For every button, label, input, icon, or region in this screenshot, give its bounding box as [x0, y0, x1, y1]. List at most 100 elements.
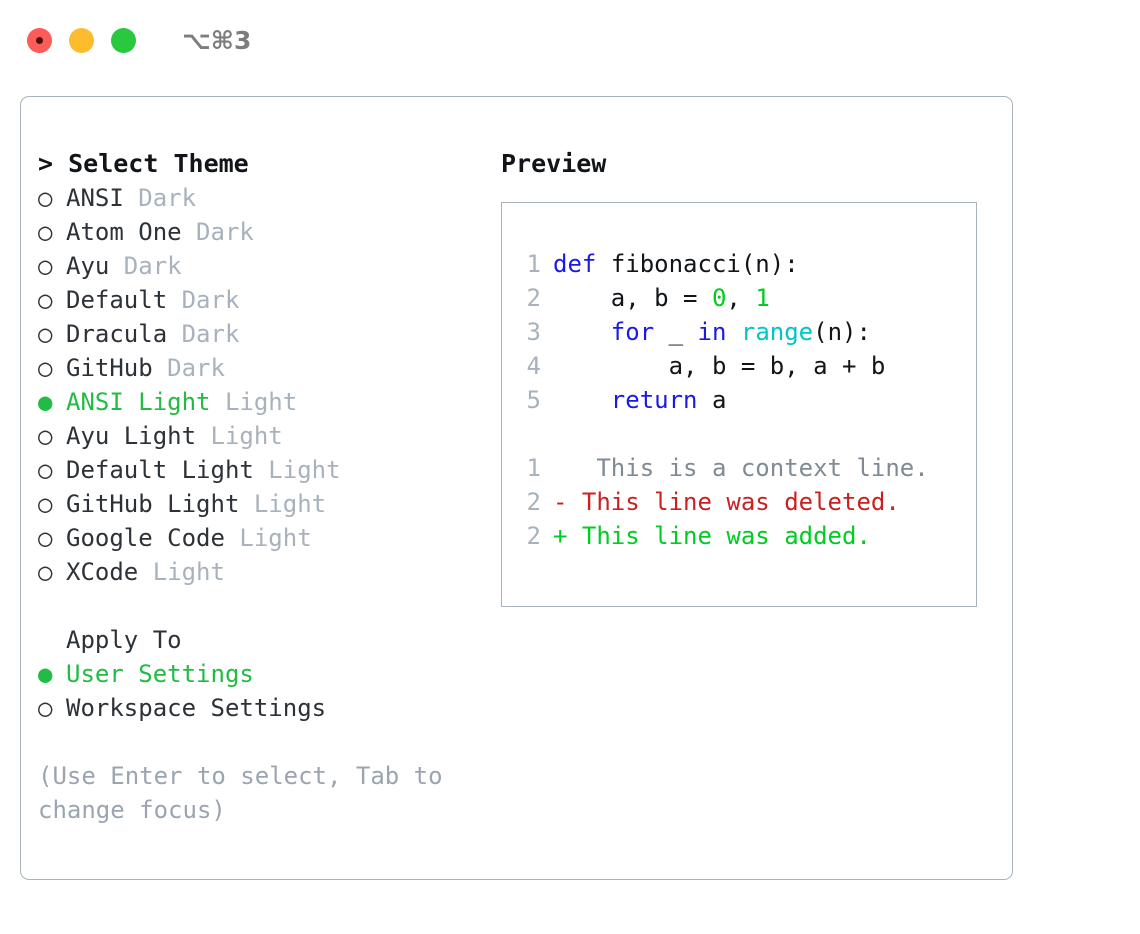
theme-option-kind: Dark — [167, 286, 240, 314]
keyboard-hint-text: (Use Enter to select, Tab to change focu… — [38, 762, 458, 824]
line-number: 2 — [526, 522, 541, 550]
line-number: 5 — [526, 386, 541, 414]
diff-marker: - — [553, 488, 582, 516]
code-token: _ — [654, 318, 698, 346]
radio-unselected-icon[interactable]: ○ — [38, 354, 53, 382]
theme-option-name: Default — [66, 286, 168, 314]
theme-option-row[interactable]: ○ ANSI Dark — [38, 181, 488, 215]
diff-text: This line was deleted. — [581, 488, 900, 516]
radio-unselected-icon[interactable]: ○ — [38, 558, 53, 586]
select-theme-heading: > Select Theme — [38, 149, 249, 178]
radio-unselected-icon[interactable]: ○ — [38, 456, 53, 484]
maximize-window-button[interactable] — [111, 27, 136, 53]
keyboard-shortcut-label: ⌥⌘3 — [182, 25, 252, 55]
code-token: 0 — [711, 284, 727, 312]
theme-option-row[interactable]: ○Dracula Dark — [38, 317, 488, 351]
radio-unselected-icon[interactable]: ○ — [38, 422, 53, 450]
theme-option-row[interactable]: ○ Default Light Light — [38, 453, 488, 487]
theme-option-kind: Light — [239, 490, 327, 518]
code-token — [553, 383, 611, 417]
code-diff-separator — [502, 417, 976, 451]
theme-option-row[interactable]: ○ GitHub Dark — [38, 351, 488, 385]
code-line: 4 a, b = b, a + b — [502, 349, 976, 383]
theme-option-kind: Light — [196, 422, 283, 450]
radio-unselected-icon[interactable]: ○ — [38, 218, 53, 246]
line-number: 2 — [526, 488, 541, 516]
theme-option-name: ANSI — [66, 184, 124, 212]
code-token: fibonacci(n): — [610, 250, 799, 278]
theme-option-kind: Dark — [152, 354, 225, 382]
theme-option-name: Ayu Light — [66, 422, 197, 450]
radio-unselected-icon[interactable]: ○ — [38, 252, 53, 280]
line-number: 1 — [526, 454, 541, 482]
diff-line: 2 + This line was added. — [502, 519, 976, 553]
diff-marker — [553, 451, 582, 485]
code-token: , — [726, 284, 756, 312]
theme-option-kind: Dark — [109, 252, 182, 280]
theme-picker-column: > Select Theme ○ANSI Dark○Atom One Dark○… — [38, 147, 488, 827]
code-token: for — [610, 318, 655, 346]
code-token: range — [740, 318, 814, 346]
radio-selected-icon[interactable]: ● — [38, 388, 53, 416]
theme-option-kind: Light — [224, 524, 312, 552]
apply-to-heading: Apply To — [66, 626, 182, 654]
close-window-button[interactable] — [27, 27, 52, 53]
theme-option-name: Default Light — [66, 456, 254, 484]
apply-to-option-row[interactable]: ○ Workspace Settings — [38, 691, 488, 725]
theme-option-name: ANSI Light — [66, 388, 211, 416]
radio-unselected-icon[interactable]: ○ — [38, 490, 53, 518]
window-controls — [27, 27, 136, 53]
line-number: 2 — [526, 284, 541, 312]
code-token: a — [697, 386, 727, 414]
code-line: 5 return a — [502, 383, 976, 417]
apply-to-option-name: Workspace Settings — [66, 694, 327, 722]
apply-to-option-name: User Settings — [66, 660, 254, 688]
theme-option-kind: Dark — [123, 184, 197, 212]
theme-option-name: GitHub Light — [66, 490, 240, 518]
theme-option-row[interactable]: ○ Google Code Light — [38, 521, 488, 555]
theme-option-kind: Light — [253, 456, 341, 484]
code-token — [553, 315, 611, 349]
radio-unselected-icon[interactable]: ○ — [38, 320, 53, 348]
diff-marker: + — [553, 522, 582, 550]
code-token: a, b = — [553, 284, 712, 312]
theme-option-row[interactable]: ● ANSI Light Light — [38, 385, 488, 419]
radio-unselected-icon[interactable]: ○ — [38, 184, 53, 212]
apply-to-list: ● User Settings ○ Workspace Settings — [38, 657, 488, 725]
apply-to-option-row[interactable]: ● User Settings — [38, 657, 488, 691]
code-token — [726, 315, 740, 349]
title-bar: ⌥⌘3 — [0, 0, 1140, 80]
theme-option-kind: Light — [210, 388, 298, 416]
theme-option-kind: Light — [138, 558, 225, 586]
minimize-window-button[interactable] — [69, 27, 94, 53]
line-number: 4 — [526, 352, 541, 380]
code-token: return — [610, 386, 698, 414]
radio-unselected-icon[interactable]: ○ — [38, 524, 53, 552]
radio-unselected-icon[interactable]: ○ — [38, 286, 53, 314]
theme-option-name: Google Code — [66, 524, 225, 552]
theme-option-row[interactable]: ○ Ayu Light Light — [38, 419, 488, 453]
theme-option-row[interactable]: ○ XCode Light — [38, 555, 488, 589]
line-number: 3 — [526, 318, 541, 346]
diff-line: 2- This line was deleted. — [502, 485, 976, 519]
diff-text: This line was added. — [581, 522, 871, 550]
theme-option-row[interactable]: ○Atom One Dark — [38, 215, 488, 249]
diff-sample: 1 This is a context line.2- This line wa… — [502, 451, 976, 553]
code-line: 2 a, b = 0, 1 — [502, 281, 976, 315]
theme-option-row[interactable]: ○ Default Dark — [38, 283, 488, 317]
radio-unselected-icon[interactable]: ○ — [38, 694, 53, 722]
theme-option-kind: Dark — [181, 218, 254, 246]
theme-option-row[interactable]: ○ GitHub Light Light — [38, 487, 488, 521]
code-token: (n): — [813, 318, 871, 346]
theme-option-row[interactable]: ○ Ayu Dark — [38, 249, 488, 283]
radio-selected-icon[interactable]: ● — [38, 660, 53, 688]
theme-option-name: Ayu — [66, 252, 110, 280]
code-token — [596, 247, 610, 281]
theme-option-name: GitHub — [66, 354, 153, 382]
theme-option-name: XCode — [66, 558, 139, 586]
